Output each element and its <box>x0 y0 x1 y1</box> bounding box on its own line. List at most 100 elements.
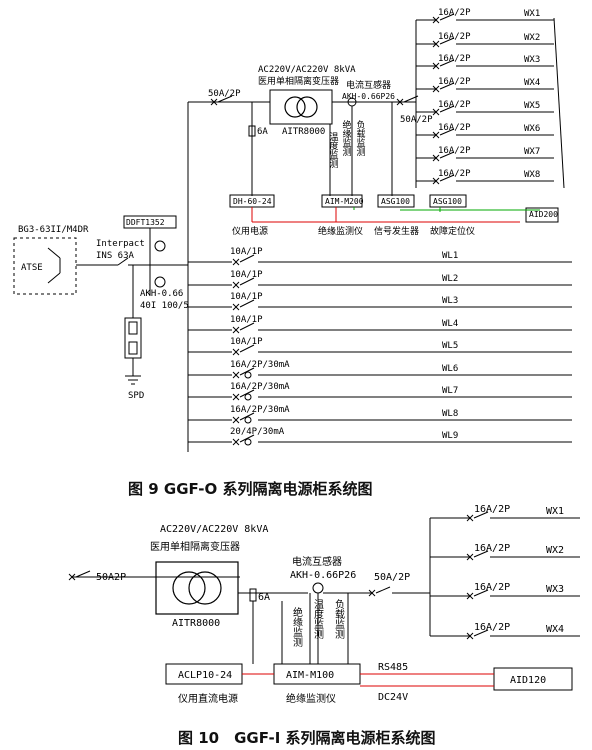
wx-breaker <box>432 154 440 162</box>
figure-9-caption: 图 9 GGF-O 系列隔离电源柜系统图 <box>128 480 373 498</box>
wx-label: WX6 <box>524 124 540 134</box>
wx-breaker <box>439 82 455 90</box>
device-caption: 信号发生器 <box>374 225 419 237</box>
load-monitor-label: 监 <box>335 618 345 631</box>
wx-label: WX5 <box>524 101 540 111</box>
wx-breaker-label: 16A/2P <box>438 32 471 42</box>
ct-symbol <box>154 276 166 288</box>
wx-breaker <box>432 16 440 24</box>
wx-breaker <box>473 629 489 637</box>
wl-label: WL9 <box>442 431 458 441</box>
transformer-spec-label: AC220V/AC220V 8kVA <box>160 524 268 535</box>
wl-breaker <box>232 326 240 334</box>
transformer-model-label: AITR8000 <box>282 127 325 137</box>
meter-label: DDFT1352 <box>126 218 165 227</box>
insulation-monitor-label: 监 <box>342 137 351 149</box>
locator-box <box>493 667 573 691</box>
wx-breaker <box>439 128 455 136</box>
wl-label: WL3 <box>442 296 458 306</box>
ct-symbol <box>154 240 166 252</box>
ct-symbol <box>312 582 324 594</box>
transformer-symbol <box>172 571 206 605</box>
main-switch-rating: INS 63A <box>96 251 135 261</box>
wx-breaker-label: 16A/2P <box>438 8 471 18</box>
wx-breaker-label: 16A/2P <box>438 146 471 156</box>
wx-breaker <box>466 514 474 522</box>
in-breaker <box>68 573 76 581</box>
wl-label: WL5 <box>442 341 458 351</box>
spd-element <box>128 321 138 335</box>
wx-breaker <box>466 632 474 640</box>
wl-label: WL1 <box>442 251 458 261</box>
transformer-symbol <box>188 571 222 605</box>
atse-switch <box>47 272 61 284</box>
main-switch-label: Interpact <box>96 239 145 249</box>
wx-bus-right <box>553 17 565 189</box>
wx-breaker-label: 16A/2P <box>474 504 510 515</box>
insulation-monitor-label-box: AIM-M100 <box>286 670 334 681</box>
fuse-label: 6A <box>258 592 270 603</box>
spd-element <box>128 341 138 355</box>
wl-breaker <box>232 303 240 311</box>
wx-breaker <box>439 105 455 113</box>
wl-label: WL8 <box>442 409 458 419</box>
temperature-monitor-label: 监 <box>314 618 324 631</box>
wx-breaker-label: 16A/2P <box>474 582 510 593</box>
main-switch-blade <box>117 257 129 266</box>
breaker-out-label: 50A/2P <box>400 115 433 125</box>
wl-breaker <box>232 371 240 379</box>
wl-label: WL6 <box>442 364 458 374</box>
out-breaker <box>375 586 391 594</box>
transformer-type-label: 医用单相隔离变压器 <box>258 75 339 87</box>
wl-breaker <box>232 281 240 289</box>
device-box <box>321 194 363 208</box>
atse-box <box>13 237 77 295</box>
wx-breaker <box>439 174 455 182</box>
power-supply-label: ACLP10-24 <box>178 670 232 681</box>
figure-10-caption: 图 10 GGF-I 系列隔离电源柜系统图 <box>178 729 436 747</box>
device-caption: 绝缘监测仪 <box>318 225 363 237</box>
wx-breaker-label: 16A/2P <box>438 77 471 87</box>
wl-breaker <box>232 393 240 401</box>
temperature-monitor-label: 温 <box>314 599 324 611</box>
temperature-monitor-label: 监 <box>329 149 338 161</box>
breaker-out <box>396 98 404 106</box>
load-monitor-label: 载 <box>335 609 345 621</box>
wx-breaker <box>439 59 455 67</box>
transformer-symbol <box>284 96 306 118</box>
breaker-50a-label: 50A/2P <box>208 89 241 99</box>
wx-label: WX4 <box>524 78 540 88</box>
insulation-monitor-label: 测 <box>293 636 303 649</box>
spd-box <box>124 317 142 359</box>
ct-main-label: AKH-0.66 <box>140 289 183 299</box>
fuse-symbol <box>249 588 257 602</box>
wl-breaker-label: 10A/1P <box>230 337 263 347</box>
rcd-symbol <box>244 438 252 446</box>
wl-breaker <box>232 438 240 446</box>
atse-label: ATSE <box>21 263 43 273</box>
device-box-label: AIM-M200 <box>325 197 364 206</box>
wx-breaker-label: 16A/2P <box>438 54 471 64</box>
temperature-monitor-label: 度 <box>314 608 324 621</box>
wx-label: WX2 <box>546 545 564 556</box>
wx-breaker <box>473 589 489 597</box>
wx-label: WX3 <box>546 584 564 595</box>
wx-label: WX1 <box>524 9 540 19</box>
device-box <box>525 207 559 223</box>
rcd-symbol <box>244 371 252 379</box>
wl-breaker <box>232 348 240 356</box>
locator-label: AID120 <box>510 675 546 686</box>
insulation-monitor-label: 绝 <box>342 119 351 131</box>
transformer-symbol <box>296 96 318 118</box>
ct-title-label: 电流互感器 <box>292 555 342 568</box>
wx-label: WX2 <box>524 33 540 43</box>
wx-breaker <box>432 131 440 139</box>
rs485-label: RS485 <box>378 662 408 673</box>
temperature-monitor-label: 温 <box>329 132 338 143</box>
load-monitor-label: 测 <box>335 628 345 641</box>
wl-breaker-label: 10A/1P <box>230 292 263 302</box>
transformer-spec-label: AC220V/AC220V 8kVA <box>258 65 356 75</box>
wl-label: WL4 <box>442 319 458 329</box>
temperature-monitor-label: 度 <box>329 140 338 152</box>
wl-breaker-blade <box>239 254 255 263</box>
